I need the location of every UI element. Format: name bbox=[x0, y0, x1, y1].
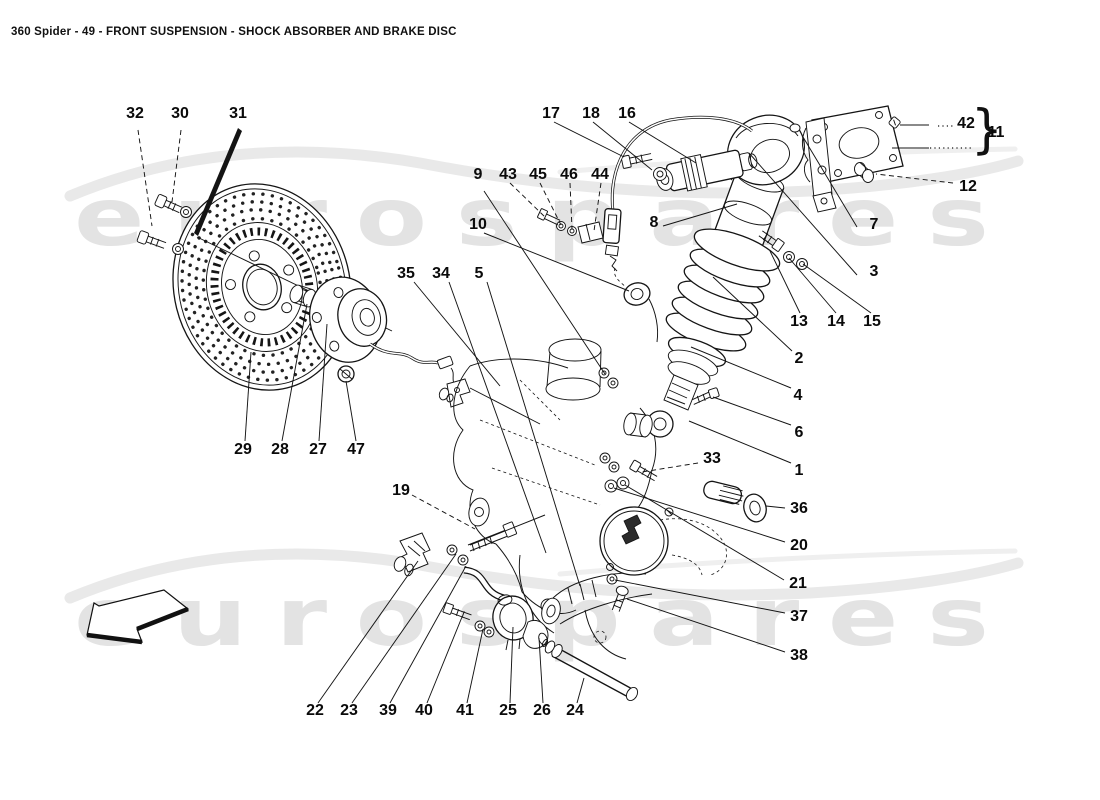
part-label-41: 41 bbox=[456, 702, 474, 719]
part-label-14: 14 bbox=[827, 313, 845, 330]
part-label-24: 24 bbox=[566, 702, 584, 719]
leader-lines bbox=[137, 121, 972, 704]
part-label-5: 5 bbox=[474, 265, 484, 282]
page-title: 360 Spider - 49 - FRONT SUSPENSION - SHO… bbox=[11, 26, 457, 38]
part-label-46: 46 bbox=[560, 166, 578, 183]
part-label-40: 40 bbox=[415, 702, 433, 719]
part-label-20: 20 bbox=[790, 537, 808, 554]
part-label-17: 17 bbox=[542, 105, 560, 122]
shock-absorber bbox=[623, 114, 805, 438]
bracket-bolt bbox=[888, 116, 901, 129]
cone-bushing bbox=[522, 619, 549, 649]
part-label-32: 32 bbox=[126, 105, 144, 122]
part-label-9: 9 bbox=[473, 166, 483, 183]
part-label-16: 16 bbox=[618, 105, 636, 122]
part-label-1: 1 bbox=[794, 462, 804, 479]
direction-arrow bbox=[86, 589, 190, 645]
part-label-12: 12 bbox=[959, 178, 977, 195]
link-bolt-40-washers bbox=[442, 602, 495, 638]
part-label-11: 11 bbox=[987, 124, 1005, 141]
knuckle-hardware bbox=[598, 367, 658, 612]
part-label-25: 25 bbox=[499, 702, 517, 719]
link-bolt-19 bbox=[446, 514, 546, 566]
link-bracket-22 bbox=[393, 532, 431, 577]
part-label-31: 31 bbox=[229, 105, 247, 122]
part-label-23: 23 bbox=[340, 702, 358, 719]
coil-spring bbox=[665, 228, 781, 352]
abs-sensor-cable bbox=[369, 342, 541, 425]
part-label-35: 35 bbox=[397, 265, 415, 282]
part-label-47: 47 bbox=[347, 441, 365, 458]
part-label-6: 6 bbox=[794, 424, 804, 441]
part-label-30: 30 bbox=[171, 105, 189, 122]
part-label-28: 28 bbox=[271, 441, 289, 458]
part-label-21: 21 bbox=[789, 575, 807, 592]
part-label-13: 13 bbox=[790, 313, 808, 330]
drop-link bbox=[463, 566, 534, 651]
part-label-8: 8 bbox=[649, 214, 659, 231]
hub-nut bbox=[337, 365, 355, 383]
part-label-42: 42 bbox=[957, 115, 975, 132]
part-label-34: 34 bbox=[432, 265, 450, 282]
shock-top-mount bbox=[725, 114, 805, 186]
part-label-22: 22 bbox=[306, 702, 324, 719]
wheel-hub bbox=[309, 276, 388, 363]
splined-pin bbox=[703, 480, 744, 505]
part-label-39: 39 bbox=[379, 702, 397, 719]
brake-disc bbox=[172, 183, 352, 391]
part-label-7: 7 bbox=[869, 216, 879, 233]
bracket-bushing bbox=[854, 162, 874, 183]
part-label-43: 43 bbox=[499, 166, 517, 183]
mount-bolt-washers bbox=[758, 230, 808, 270]
part-label-3: 3 bbox=[869, 263, 879, 280]
link-rod bbox=[541, 638, 639, 702]
part-label-33: 33 bbox=[703, 450, 721, 467]
part-label-4: 4 bbox=[793, 387, 803, 404]
part-label-27: 27 bbox=[309, 441, 327, 458]
disc-bolt-upper bbox=[154, 194, 182, 214]
suspension-knuckle bbox=[453, 338, 657, 660]
part-label-44: 44 bbox=[591, 166, 609, 183]
part-label-26: 26 bbox=[533, 702, 551, 719]
cable-bracket bbox=[537, 208, 604, 244]
part-label-18: 18 bbox=[582, 105, 600, 122]
sensor-cable bbox=[602, 115, 753, 343]
shock-bolt bbox=[692, 387, 720, 405]
part-label-19: 19 bbox=[392, 482, 410, 499]
part-label-10: 10 bbox=[469, 216, 487, 233]
part-label-37: 37 bbox=[790, 608, 808, 625]
part-label-2: 2 bbox=[794, 350, 804, 367]
part-label-45: 45 bbox=[529, 166, 547, 183]
part-label-15: 15 bbox=[863, 313, 881, 330]
part-label-36: 36 bbox=[790, 500, 808, 517]
group-brace: } bbox=[971, 98, 1003, 160]
part-label-38: 38 bbox=[790, 647, 808, 664]
mounting-bracket bbox=[801, 105, 904, 213]
part-label-29: 29 bbox=[234, 441, 252, 458]
disc-bolt-lower bbox=[136, 230, 167, 249]
